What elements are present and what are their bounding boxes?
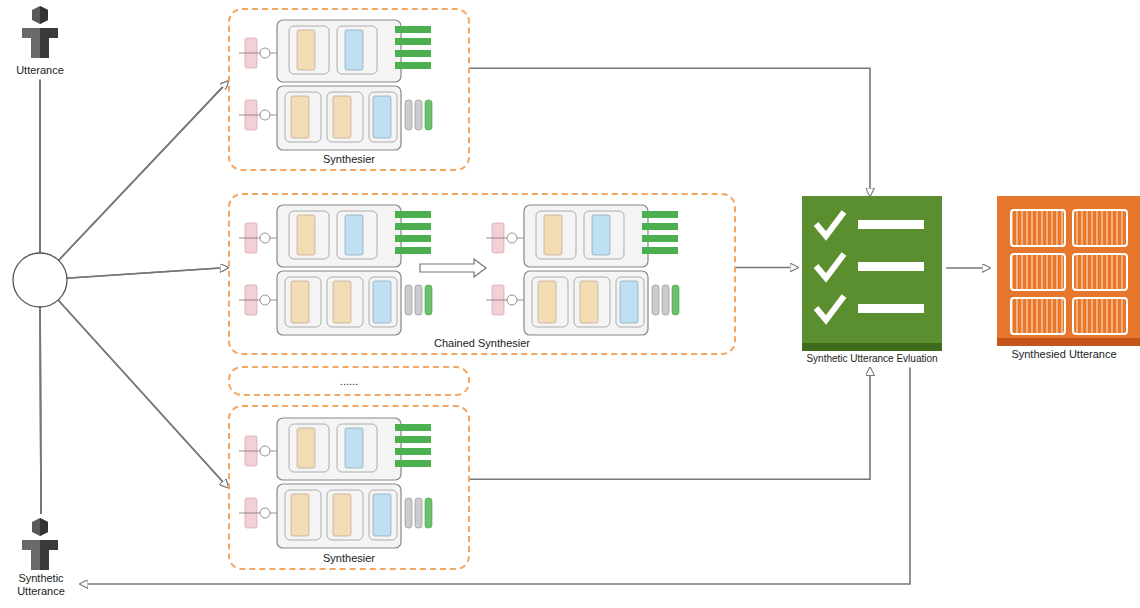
node-label: Synthesier xyxy=(320,552,378,565)
flow-arrow xyxy=(80,368,910,585)
node-label: Synthesier xyxy=(320,153,378,166)
network-figure xyxy=(239,418,432,548)
node-label: ...... xyxy=(340,375,358,388)
icon-spacer xyxy=(2,2,78,64)
network-figure xyxy=(239,20,432,150)
node-label: Synthetic Utterance xyxy=(2,572,80,597)
evaluation-panel xyxy=(802,196,942,351)
evaluation-node: Synthetic Utterance Evluation xyxy=(798,196,946,368)
synthesizer-box: Synthesier xyxy=(228,405,470,570)
flow-arrow xyxy=(470,368,870,480)
flow-arrow xyxy=(40,268,228,514)
node-label: Utterance xyxy=(2,64,78,77)
synthesizer-box: Synthesier xyxy=(228,8,470,171)
node-label: Synthetic Utterance Evluation xyxy=(798,353,946,365)
flow-arrow xyxy=(40,80,228,488)
flow-arrow xyxy=(40,280,228,514)
ellipsis-box: ...... xyxy=(228,366,470,396)
node-label: Chained Synthesier xyxy=(431,337,533,350)
flow-arrow xyxy=(40,81,228,514)
merge-circle xyxy=(13,253,67,307)
user-node: Synthetic Utterance xyxy=(2,514,80,600)
icon-spacer xyxy=(990,196,1138,348)
user-icon xyxy=(22,6,58,58)
storage-node: Synthesied Utterance xyxy=(990,196,1138,364)
flow-arrow xyxy=(736,267,798,268)
storage-panel xyxy=(997,196,1140,346)
icon-spacer xyxy=(798,196,946,353)
chain-arrow xyxy=(420,259,486,277)
chained-synthesizer-box: Chained Synthesier xyxy=(228,193,736,355)
flow-arrow xyxy=(946,268,990,269)
user-node: Utterance xyxy=(2,2,78,80)
flow-arrow xyxy=(470,68,870,196)
user-icon xyxy=(22,518,58,570)
network-figure xyxy=(239,205,432,335)
node-label: Synthesied Utterance xyxy=(990,348,1138,361)
network-figure xyxy=(486,205,679,335)
icon-spacer xyxy=(2,514,80,572)
